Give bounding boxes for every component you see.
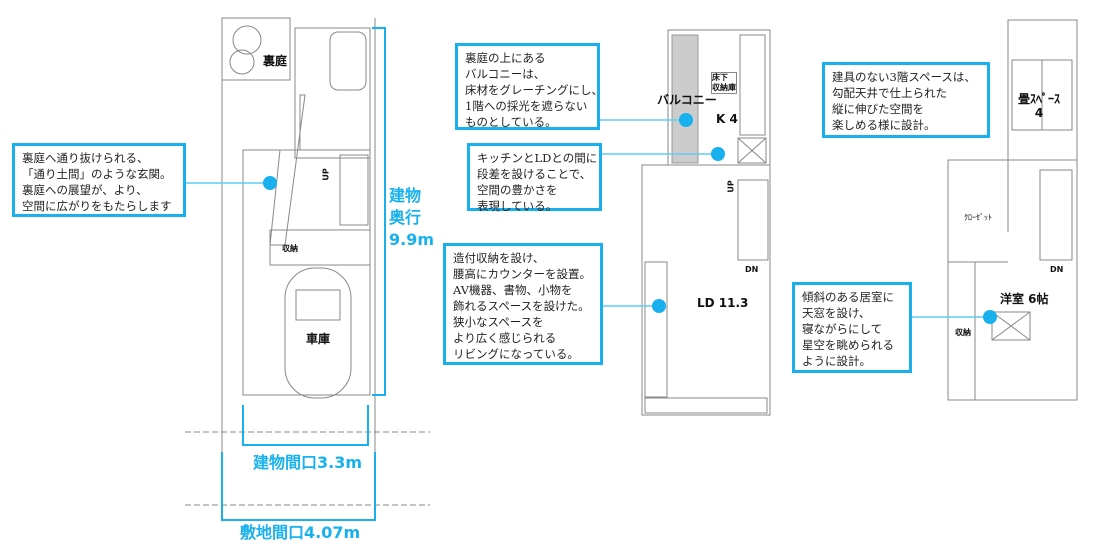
room-balcony: バルコニー bbox=[657, 93, 717, 107]
bathtub bbox=[329, 31, 367, 91]
room-yard: 裏庭 bbox=[263, 54, 288, 68]
label-up: UP bbox=[726, 180, 736, 193]
room-underfloor-storage: 床下 収納庫 bbox=[711, 72, 737, 94]
depth-dimension: 建物 奥行 9.9m bbox=[389, 186, 435, 249]
car-windshield bbox=[295, 289, 341, 321]
callout-leaders bbox=[186, 119, 990, 318]
balcony-front bbox=[644, 397, 768, 414]
marker-dot bbox=[679, 113, 693, 127]
ld-outline bbox=[641, 164, 771, 416]
storage-toilet bbox=[269, 229, 371, 266]
callout-balcony: 裏庭の上にある バルコニーは、 床材をグレーチングにし、 1階への採光を遮らない… bbox=[455, 43, 603, 130]
callout-dots bbox=[263, 113, 997, 324]
floor3-plan bbox=[947, 19, 1078, 401]
room-storage: 収納 bbox=[955, 328, 971, 337]
room-closet: ｸﾛｰｾﾞｯﾄ bbox=[964, 213, 992, 222]
entry-wall bbox=[269, 94, 306, 246]
stairs bbox=[737, 179, 769, 261]
site-frontage-bracket bbox=[221, 452, 376, 521]
skylight bbox=[991, 311, 1031, 341]
tree-icon bbox=[229, 49, 255, 75]
stairs bbox=[339, 154, 369, 226]
stairs bbox=[1039, 169, 1073, 261]
callout-step: キッチンとLDとの間に 段差を設けることで、 空間の豊かさを 表現している。 bbox=[467, 143, 602, 213]
label-dn: DN bbox=[1050, 265, 1064, 274]
kitchen-counter bbox=[739, 34, 766, 136]
marker-dot bbox=[711, 147, 725, 161]
callout-storage: 造付収納を設け、 腰高にカウンターを設置。 AV機器、書物、小物を 飾れるスペー… bbox=[443, 243, 603, 365]
site-frontage-dimension: 敷地間口4.07m bbox=[240, 523, 361, 542]
label-up: UP bbox=[321, 168, 331, 181]
marker-dot bbox=[263, 176, 277, 190]
callout-entrance: 裏庭へ通り抜けられる、 「通り土間」のような玄関。 裏庭への展望が、より、 空間… bbox=[12, 143, 186, 217]
balcony-grating bbox=[671, 34, 699, 164]
car-icon bbox=[284, 267, 352, 399]
label-dn: DN bbox=[745, 265, 759, 274]
room-storage: 収納 bbox=[282, 244, 298, 253]
bath-area bbox=[294, 27, 371, 159]
dimension-lines bbox=[221, 27, 386, 521]
marker-dot bbox=[652, 299, 666, 313]
void-box bbox=[737, 137, 767, 164]
callout-third-floor: 建具のない3階スペースは、 勾配天井で仕上られた 縦に伸びた空間を 楽しめる様に… bbox=[822, 62, 990, 138]
room-tatami: 畳ｽﾍﾟｰｽ 4 bbox=[1018, 92, 1061, 120]
frontage-dimension: 建物間口3.3m bbox=[253, 453, 363, 472]
built-in-storage bbox=[644, 261, 668, 398]
marker-dot bbox=[983, 310, 997, 324]
floor1-outline bbox=[242, 149, 371, 396]
tree-icon bbox=[232, 25, 262, 55]
floor2-plan bbox=[641, 29, 771, 416]
floor3-outline bbox=[947, 159, 1078, 401]
frontage-bracket bbox=[242, 405, 369, 446]
room-ld: LD 11.3 bbox=[697, 296, 749, 310]
backyard-area bbox=[221, 17, 291, 81]
floor1-plan bbox=[185, 17, 430, 520]
room-garage: 車庫 bbox=[306, 332, 331, 346]
callout-skylight: 傾斜のある居室に 天窓を設け、 寝ながらにして 星空を眺められる ように設計。 bbox=[792, 282, 912, 373]
room-western: 洋室 6帖 bbox=[1000, 292, 1049, 306]
depth-bracket bbox=[372, 27, 386, 396]
room-kitchen: K 4 bbox=[716, 112, 738, 126]
